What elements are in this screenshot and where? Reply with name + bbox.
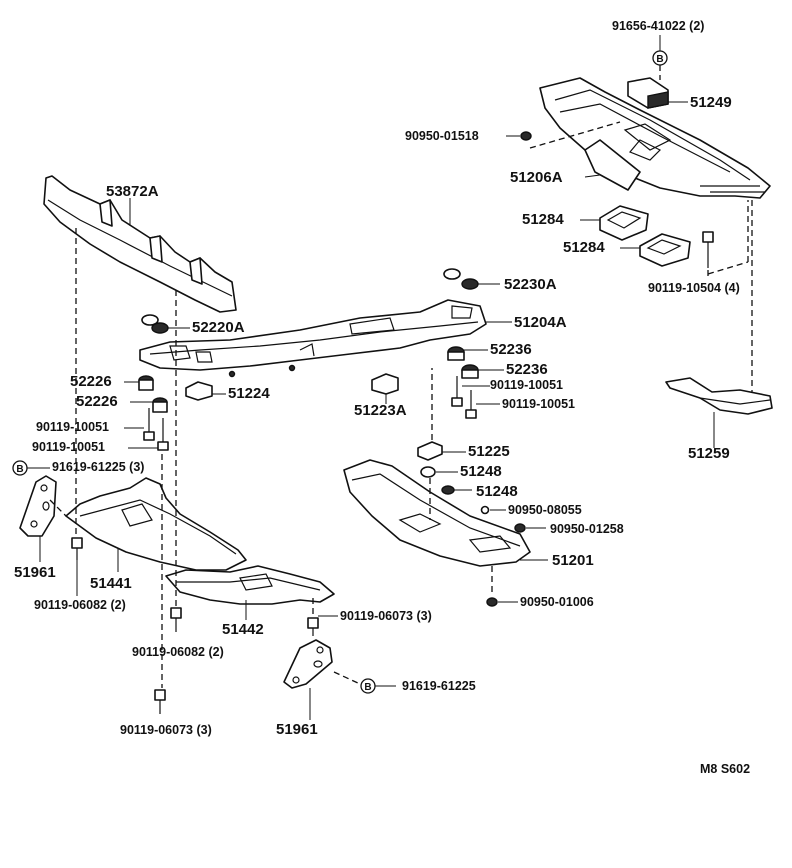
bushing-52220a xyxy=(141,314,190,334)
label-53872a: 53872A xyxy=(106,183,159,200)
nut-90950-01258 xyxy=(514,523,546,533)
label-51442: 51442 xyxy=(222,621,264,638)
label-52236-lower: 52236 xyxy=(506,361,548,378)
svg-text:B: B xyxy=(364,682,371,693)
pad-51225 xyxy=(417,368,466,461)
bushing-52236-pair xyxy=(447,346,504,379)
label-90119-06082-left: 90119-06082 (2) xyxy=(34,598,126,612)
mount-51284-lower xyxy=(620,233,691,267)
label-52220a: 52220A xyxy=(192,319,245,336)
label-51248-lower: 51248 xyxy=(476,483,518,500)
label-51249: 51249 xyxy=(690,94,732,111)
label-90950-01006: 90950-01006 xyxy=(520,595,594,609)
label-51223a: 51223A xyxy=(354,402,407,419)
bolts-90119-10051-right xyxy=(451,376,500,419)
svg-text:B: B xyxy=(16,464,23,475)
label-90950-08055: 90950-08055 xyxy=(508,503,582,517)
ref-marker-bottom: B xyxy=(360,678,396,694)
pad-51223a xyxy=(371,373,399,404)
label-90119-06082-mid: 90119-06082 (2) xyxy=(132,645,224,659)
bolt-90119-06082-left xyxy=(71,537,83,596)
bolt-90119-06073-mid xyxy=(307,598,338,636)
bracket-51259 xyxy=(665,377,773,448)
label-51225: 51225 xyxy=(468,443,510,460)
bolt-90119-10504 xyxy=(702,200,753,392)
label-90950-01518: 90950-01518 xyxy=(405,129,479,143)
label-51206a: 51206A xyxy=(510,169,563,186)
crossmember-51201 xyxy=(343,459,548,567)
pad-51224 xyxy=(185,381,226,401)
nut-90950-01518 xyxy=(506,121,621,149)
label-51961-left: 51961 xyxy=(14,564,56,581)
label-90119-10051-left-upper: 90119-10051 xyxy=(36,420,109,434)
label-90119-06073-mid: 90119-06073 (3) xyxy=(340,609,432,623)
label-51441: 51441 xyxy=(90,575,132,592)
label-51201: 51201 xyxy=(552,552,594,569)
bushing-52230a xyxy=(443,268,500,290)
bracket-51961-bottom xyxy=(283,639,361,720)
label-90119-10051-left-lower: 90119-10051 xyxy=(32,440,105,454)
cover-51442 xyxy=(165,565,335,620)
nut-90950-08055 xyxy=(480,505,506,515)
label-91656-41022: 91656-41022 (2) xyxy=(612,19,705,33)
label-51204a: 51204A xyxy=(514,314,567,331)
bolt-90119-06073-bottom xyxy=(154,689,166,714)
bushing-51248-pair xyxy=(420,466,472,520)
label-51259: 51259 xyxy=(688,445,730,462)
label-90119-10051-right-upper: 90119-10051 xyxy=(490,378,563,392)
crossmember-51204a xyxy=(139,299,512,378)
bracket-51961-left xyxy=(19,475,57,562)
label-51224: 51224 xyxy=(228,385,270,402)
ref-marker-left: B xyxy=(12,460,50,476)
label-52226-lower: 52226 xyxy=(76,393,118,410)
label-52226-upper: 52226 xyxy=(70,373,112,390)
bolt-90119-06082-mid xyxy=(170,607,182,632)
bolts-90119-10051-left xyxy=(124,408,169,451)
label-51248-upper: 51248 xyxy=(460,463,502,480)
label-90119-06073-bottom: 90119-06073 (3) xyxy=(120,723,212,737)
crossmember-51206a xyxy=(539,77,771,199)
shield-53872a xyxy=(43,175,237,313)
label-91619-61225-3: 91619-61225 (3) xyxy=(52,460,145,474)
label-51284-upper: 51284 xyxy=(522,211,564,228)
cover-51441 xyxy=(65,477,247,572)
label-52230a: 52230A xyxy=(504,276,557,293)
footer-code: M8 S602 xyxy=(700,762,751,776)
pad-51249 xyxy=(627,77,688,109)
label-90119-10504: 90119-10504 (4) xyxy=(648,281,740,295)
nut-90950-01006 xyxy=(486,566,518,607)
label-90119-10051-right-lower: 90119-10051 xyxy=(502,397,575,411)
mount-51284-upper xyxy=(580,205,649,241)
ref-marker-top: B xyxy=(652,35,668,80)
svg-text:B: B xyxy=(656,54,663,65)
label-51284-lower: 51284 xyxy=(563,239,605,256)
label-52236-upper: 52236 xyxy=(490,341,532,358)
label-90950-01258: 90950-01258 xyxy=(550,522,624,536)
bushing-52226-pair xyxy=(124,375,168,413)
label-91619-61225: 91619-61225 xyxy=(402,679,476,693)
label-51961-bottom: 51961 xyxy=(276,721,318,738)
assembly-lines-left xyxy=(49,228,177,688)
